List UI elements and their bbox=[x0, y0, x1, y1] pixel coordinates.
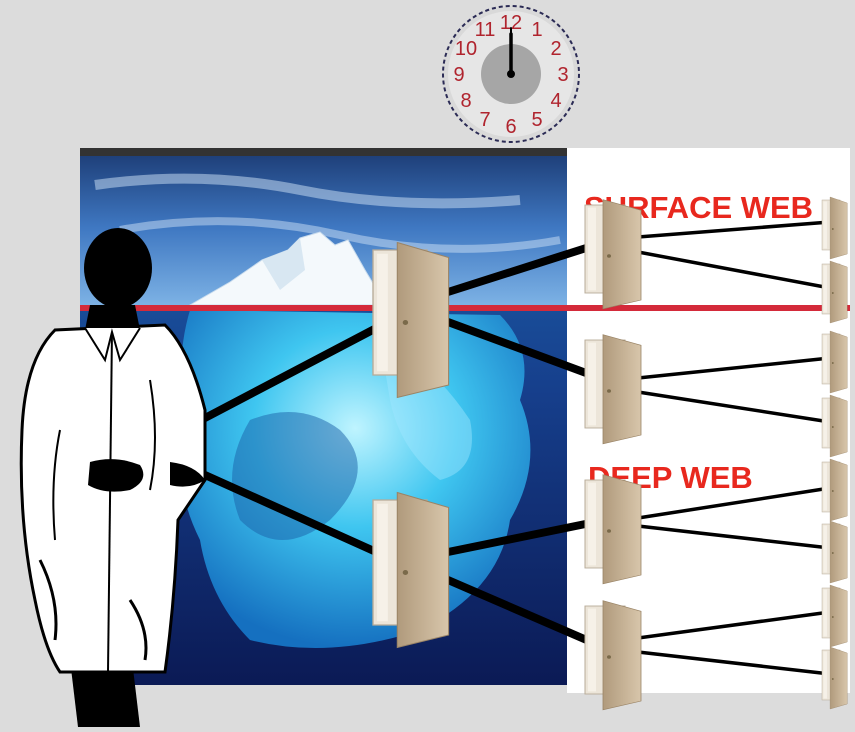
connection-line bbox=[636, 650, 832, 676]
clock-numeral: 4 bbox=[550, 90, 561, 112]
connection-line bbox=[636, 610, 832, 640]
connection-lines-thick bbox=[201, 238, 609, 652]
connection-line bbox=[444, 318, 609, 384]
connection-line bbox=[201, 309, 409, 422]
clock-numeral: 3 bbox=[557, 64, 568, 86]
connection-line bbox=[636, 220, 832, 239]
connection-line bbox=[636, 524, 832, 550]
door-icon-mid bbox=[584, 600, 642, 711]
connection-line bbox=[444, 576, 609, 652]
door-icon-small bbox=[821, 458, 848, 522]
clock-numeral: 7 bbox=[479, 109, 490, 131]
connection-line bbox=[444, 238, 609, 296]
clock-numeral: 11 bbox=[475, 19, 496, 41]
connection-line bbox=[636, 250, 832, 290]
door-icon-small bbox=[821, 330, 848, 394]
door-icon-small bbox=[821, 520, 848, 584]
door-icon-mid bbox=[584, 199, 642, 310]
door-icon-mid bbox=[584, 334, 642, 445]
door-icon-small bbox=[821, 584, 848, 648]
clock-numeral: 5 bbox=[531, 109, 542, 131]
clock-numeral: 9 bbox=[453, 64, 464, 86]
clock-numeral: 10 bbox=[455, 38, 477, 60]
connection-lines-thin bbox=[636, 220, 832, 676]
door-icon-large-surface bbox=[372, 241, 450, 399]
clock-numeral: 2 bbox=[550, 38, 561, 60]
door-icon-small bbox=[821, 394, 848, 458]
waterline bbox=[80, 305, 850, 311]
connection-line bbox=[444, 516, 609, 556]
clock-numeral: 8 bbox=[460, 90, 471, 112]
connection-line bbox=[636, 486, 832, 520]
clock-numeral: 1 bbox=[531, 19, 542, 41]
connection-line bbox=[636, 390, 832, 424]
door-icon-small bbox=[821, 260, 848, 324]
door-icon-small bbox=[821, 646, 848, 710]
door-icon-large-deep bbox=[372, 491, 450, 649]
person-silhouette-icon bbox=[19, 228, 207, 727]
connection-line bbox=[201, 471, 409, 569]
connection-line bbox=[636, 356, 832, 380]
door-icon-small bbox=[821, 196, 848, 260]
door-icon-mid bbox=[584, 474, 642, 585]
clock-numeral: 6 bbox=[505, 116, 516, 138]
clock-numeral: 12 bbox=[500, 12, 522, 34]
